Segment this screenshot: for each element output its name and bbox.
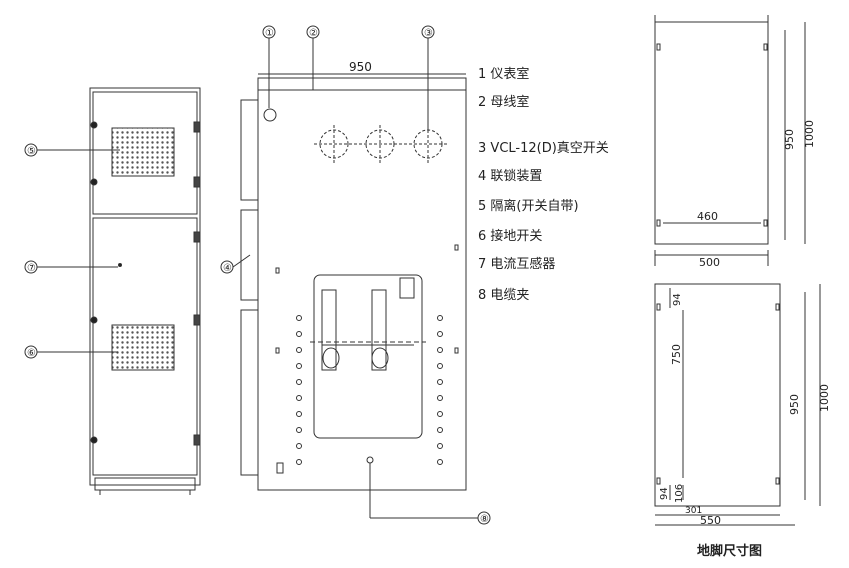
legend-item-7: 7 电流互感器 bbox=[478, 257, 556, 272]
dim-foot-1000: 1000 bbox=[818, 384, 831, 412]
callout-7: ⑦ bbox=[27, 263, 36, 274]
side-view bbox=[89, 87, 201, 495]
dim-foot-750: 750 bbox=[670, 344, 683, 365]
dim-front-width: 950 bbox=[349, 60, 372, 74]
callout-3: ③ bbox=[424, 28, 433, 39]
legend-item-6: 6 接地开关 bbox=[478, 229, 543, 244]
dim-foot-301: 301 bbox=[685, 506, 702, 516]
legend-item-4: 4 联锁装置 bbox=[478, 169, 543, 184]
callout-2: ② bbox=[309, 28, 318, 39]
callout-6: ⑥ bbox=[27, 348, 36, 359]
dim-outer-width: 500 bbox=[699, 256, 720, 269]
dim-top-950: 950 bbox=[783, 129, 796, 150]
dim-inner-width: 460 bbox=[697, 210, 718, 223]
legend-item-5: 5 隔离(开关自带) bbox=[478, 199, 579, 214]
dim-foot-106: 106 bbox=[674, 484, 685, 503]
front-view bbox=[240, 73, 467, 491]
legend-item-8: 8 电缆夹 bbox=[478, 288, 530, 303]
callout-1: ① bbox=[265, 28, 274, 39]
callout-8: ⑧ bbox=[480, 514, 489, 525]
plan-view-foot bbox=[654, 283, 821, 526]
callout-5: ⑤ bbox=[27, 146, 36, 157]
dim-foot-94-top: 94 bbox=[672, 293, 683, 306]
legend-item-3: 3 VCL-12(D)真空开关 bbox=[478, 141, 609, 156]
dim-foot-950: 950 bbox=[788, 394, 801, 415]
foot-dimension-caption: 地脚尺寸图 bbox=[697, 544, 763, 559]
callout-4: ④ bbox=[223, 263, 232, 274]
dim-foot-550: 550 bbox=[700, 514, 721, 527]
plan-view-top bbox=[654, 15, 806, 266]
legend-item-1: 1 仪表室 bbox=[478, 67, 530, 82]
dim-top-1000: 1000 bbox=[803, 120, 816, 148]
legend-item-2: 2 母线室 bbox=[478, 95, 530, 110]
dim-foot-94-bottom: 94 bbox=[659, 487, 670, 500]
callout-leaders bbox=[37, 38, 478, 519]
